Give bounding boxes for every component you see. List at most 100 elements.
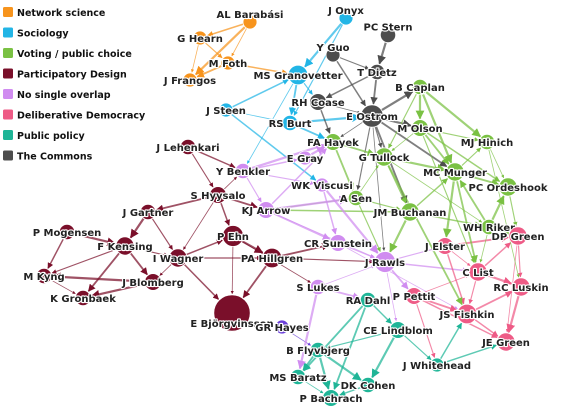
node-circle-frangos[interactable] xyxy=(182,72,198,88)
node-circle-hearn[interactable] xyxy=(192,30,208,46)
node-lehenkari[interactable]: J Lehenkari xyxy=(154,138,221,156)
node-circle-elster[interactable] xyxy=(436,237,454,255)
node-ehn[interactable]: P Ehn xyxy=(216,225,250,247)
node-list[interactable]: C List xyxy=(461,262,495,282)
node-granovetter[interactable]: MS Granovetter xyxy=(252,64,344,86)
node-circle-gray[interactable] xyxy=(297,150,313,166)
node-circle-granovetter[interactable] xyxy=(287,64,309,86)
node-circle-munger[interactable] xyxy=(445,162,465,182)
node-frangos[interactable]: J Frangos xyxy=(162,72,217,88)
node-circle-bjorgvinsson[interactable] xyxy=(213,294,251,332)
node-circle-bachrach[interactable] xyxy=(322,389,340,407)
node-hayek[interactable]: FA Hayek xyxy=(306,133,360,151)
node-lindblom[interactable]: CE Lindblom xyxy=(362,321,434,339)
node-circle-hayek[interactable] xyxy=(324,133,342,151)
node-onyx[interactable]: J Onyx xyxy=(326,5,366,26)
node-circle-yguo[interactable] xyxy=(325,47,341,63)
node-circle-hillgren[interactable] xyxy=(261,247,283,269)
node-pcstern[interactable]: PC Stern xyxy=(362,21,414,44)
node-sunstein[interactable]: CR Sunstein xyxy=(303,234,373,252)
node-buchanan[interactable]: JM Buchanan xyxy=(372,202,447,222)
node-elster[interactable]: J Elster xyxy=(423,237,466,255)
node-circle-blomberg[interactable] xyxy=(144,273,162,291)
node-bachrach[interactable]: P Bachrach xyxy=(298,389,364,407)
node-mogensen[interactable]: P Mogensen xyxy=(32,223,102,241)
node-circle-dietz[interactable] xyxy=(368,63,386,81)
node-circle-ostrom[interactable] xyxy=(360,104,384,128)
node-baratz[interactable]: MS Baratz xyxy=(268,368,328,386)
node-circle-sen[interactable] xyxy=(347,189,365,207)
node-circle-viscusi[interactable] xyxy=(314,177,330,193)
node-circle-olson[interactable] xyxy=(411,119,429,137)
node-gartner[interactable]: J Gartner xyxy=(121,203,175,221)
node-circle-pettit[interactable] xyxy=(405,287,423,305)
node-lukes[interactable]: S Lukes xyxy=(295,278,341,296)
node-circle-gronbaek[interactable] xyxy=(74,289,92,307)
node-viscusi[interactable]: WK Viscusi xyxy=(290,177,354,193)
node-munger[interactable]: MC Munger xyxy=(422,162,488,182)
node-kensing[interactable]: F Kensing xyxy=(96,236,154,256)
node-dietz[interactable]: T Dietz xyxy=(356,63,398,81)
node-circle-onyx[interactable] xyxy=(338,10,354,26)
node-rawls[interactable]: J Rawls xyxy=(363,251,406,273)
node-circle-burt[interactable] xyxy=(281,114,299,132)
node-benkler[interactable]: Y Benkler xyxy=(214,162,271,180)
node-circle-dpgreen[interactable] xyxy=(508,226,528,246)
node-caplan[interactable]: B Caplan xyxy=(394,78,446,96)
node-circle-coase[interactable] xyxy=(309,93,327,111)
node-coase[interactable]: RH Coase xyxy=(290,93,346,111)
node-circle-luskin[interactable] xyxy=(511,277,531,297)
node-circle-hayes[interactable] xyxy=(274,319,290,335)
node-bjorgvinsson[interactable]: E Björgvinsson xyxy=(189,294,275,332)
node-hayes[interactable]: GR Hayes xyxy=(254,319,310,335)
node-flyvbjerg[interactable]: B Flyvbjerg xyxy=(285,341,351,358)
node-yguo[interactable]: Y Guo xyxy=(314,42,351,63)
node-circle-arrow[interactable] xyxy=(257,201,275,219)
node-jegreen[interactable]: JE Green xyxy=(480,332,531,352)
node-steen[interactable]: J Steen xyxy=(204,102,247,118)
node-circle-ehn[interactable] xyxy=(222,225,244,247)
node-circle-sunstein[interactable] xyxy=(329,234,347,252)
node-luskin[interactable]: RC Luskin xyxy=(492,277,550,297)
node-hearn[interactable]: G Hearn xyxy=(176,30,224,46)
node-circle-mogensen[interactable] xyxy=(58,223,76,241)
node-circle-caplan[interactable] xyxy=(411,78,429,96)
node-circle-riker[interactable] xyxy=(480,218,498,236)
node-hillgren[interactable]: PA Hillgren xyxy=(240,247,304,269)
node-circle-list[interactable] xyxy=(468,262,488,282)
node-olson[interactable]: M Olson xyxy=(396,119,444,137)
node-circle-steen[interactable] xyxy=(218,102,234,118)
node-circle-buchanan[interactable] xyxy=(400,202,420,222)
node-burt[interactable]: RS Burt xyxy=(267,114,313,132)
node-riker[interactable]: WH Riker xyxy=(462,218,516,236)
node-circle-baratz[interactable] xyxy=(289,368,307,386)
node-ordeshook[interactable]: PC Ordeshook xyxy=(467,177,549,197)
node-arrow[interactable]: KJ Arrow xyxy=(241,201,291,219)
node-circle-lukes[interactable] xyxy=(309,278,327,296)
node-circle-cohen[interactable] xyxy=(359,376,377,394)
node-tullock[interactable]: G Tullock xyxy=(357,147,411,167)
node-circle-rdahl[interactable] xyxy=(359,291,377,309)
node-kyng[interactable]: M Kyng xyxy=(22,267,66,285)
node-rdahl[interactable]: RA Dahl xyxy=(345,291,391,309)
node-foth[interactable]: M Foth xyxy=(208,55,248,71)
node-gronbaek[interactable]: K Gronbaek xyxy=(49,289,117,307)
node-circle-fishkin[interactable] xyxy=(456,303,478,325)
node-circle-kensing[interactable] xyxy=(115,236,135,256)
node-circle-benkler[interactable] xyxy=(234,162,252,180)
node-circle-kyng[interactable] xyxy=(35,267,53,285)
node-whitehead[interactable]: J Whitehead xyxy=(401,357,472,373)
node-circle-rawls[interactable] xyxy=(374,251,396,273)
node-blomberg[interactable]: J Blomberg xyxy=(120,273,185,291)
node-pettit[interactable]: P Pettit xyxy=(392,287,437,305)
node-circle-lehenkari[interactable] xyxy=(179,138,197,156)
node-circle-tullock[interactable] xyxy=(374,147,394,167)
node-circle-jegreen[interactable] xyxy=(496,332,516,352)
node-cohen[interactable]: DK Cohen xyxy=(340,376,396,394)
node-circle-whitehead[interactable] xyxy=(429,357,445,373)
node-circle-hyysalo[interactable] xyxy=(209,186,227,204)
node-circle-barabasi[interactable] xyxy=(242,14,258,30)
node-wagner[interactable]: I Wagner xyxy=(152,248,204,268)
node-sen[interactable]: A Sen xyxy=(339,189,373,207)
node-gray[interactable]: E Gray xyxy=(286,150,325,166)
